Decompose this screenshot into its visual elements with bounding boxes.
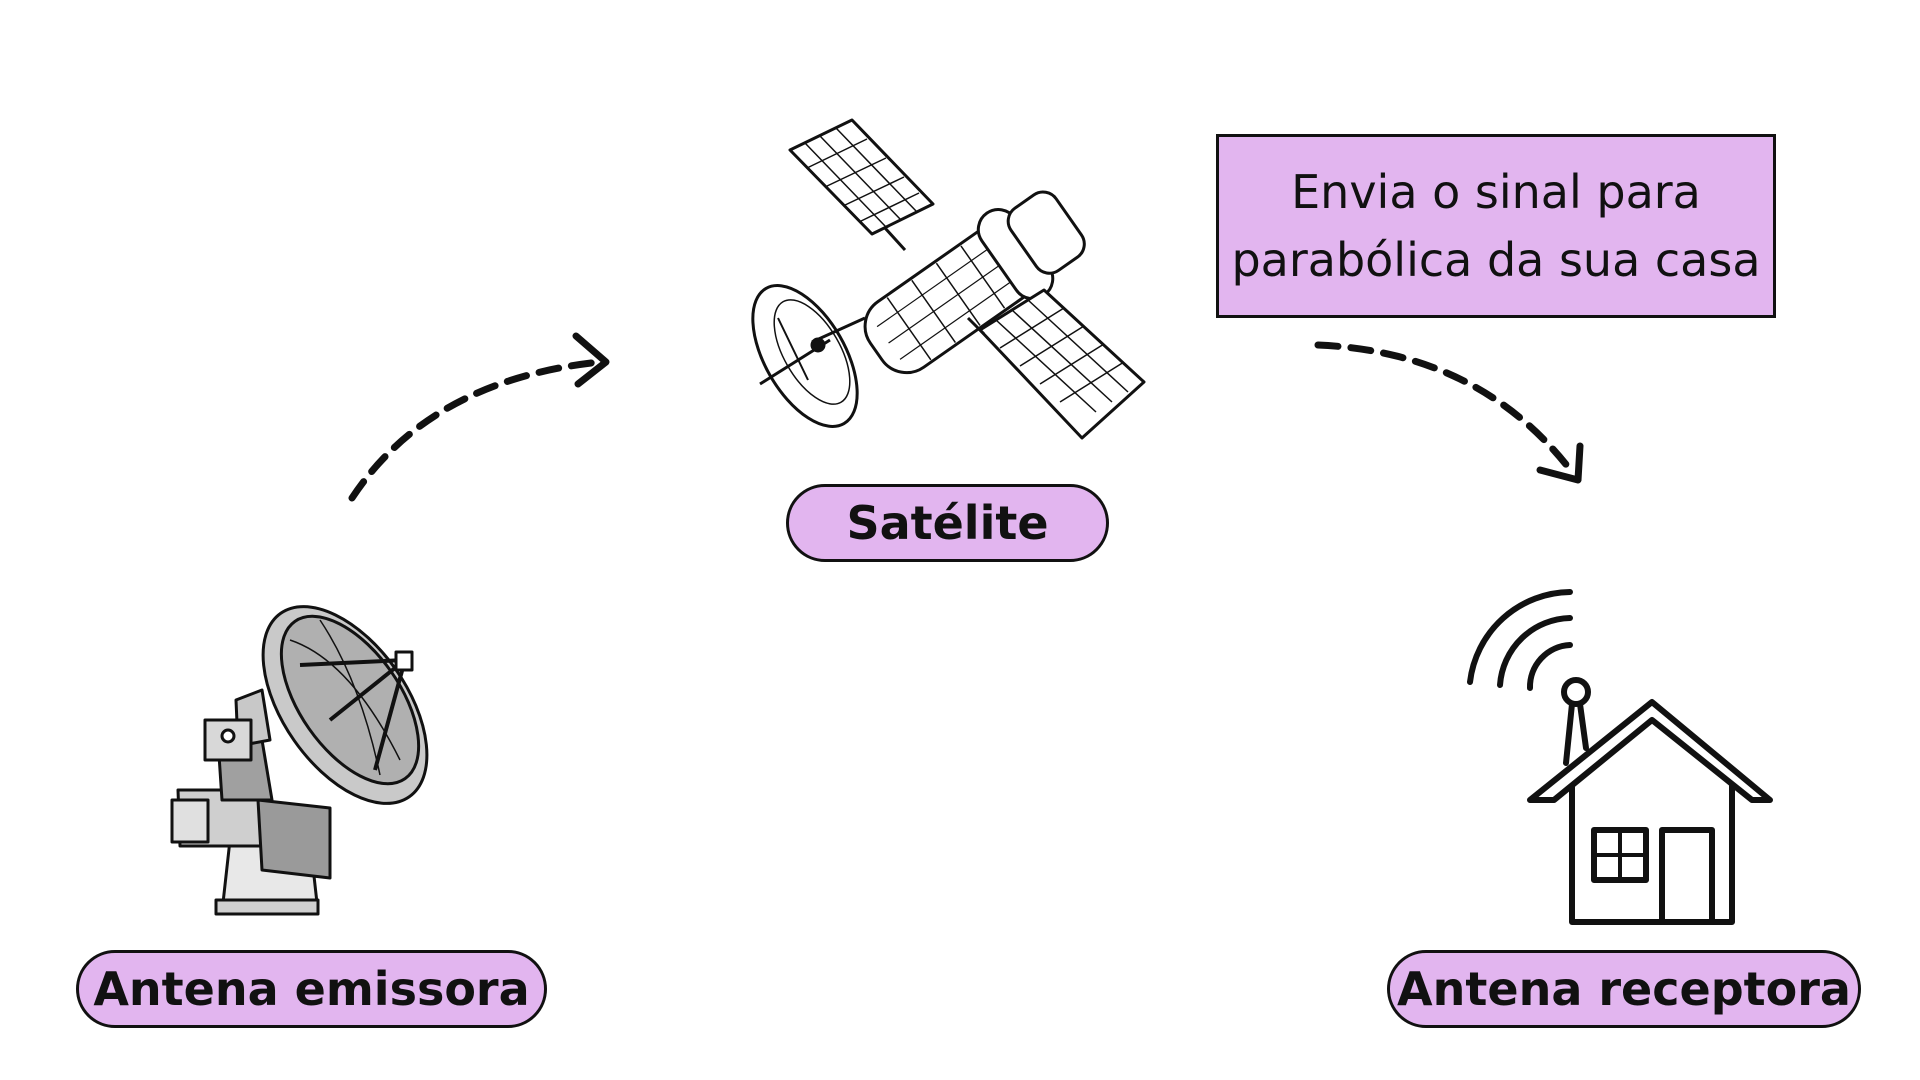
arrow-satellite-to-receiver [1314,341,1584,484]
note-line-2: parabólica da sua casa [1231,233,1761,287]
emitter-antenna-label: Antena emissora [76,950,547,1028]
note-line-1: Envia o sinal para [1291,165,1701,219]
receiver-antenna-label: Antena receptora [1387,950,1861,1028]
arrow-emitter-to-satellite [348,332,610,502]
house-antenna-icon [1467,589,1773,925]
satellite-dish-icon [170,605,429,916]
satellite-icon [751,118,1146,440]
satellite-label: Satélite [786,484,1109,562]
note-box: Envia o sinal para parabólica da sua cas… [1216,134,1776,318]
note-text: Envia o sinal para parabólica da sua cas… [1231,158,1760,294]
